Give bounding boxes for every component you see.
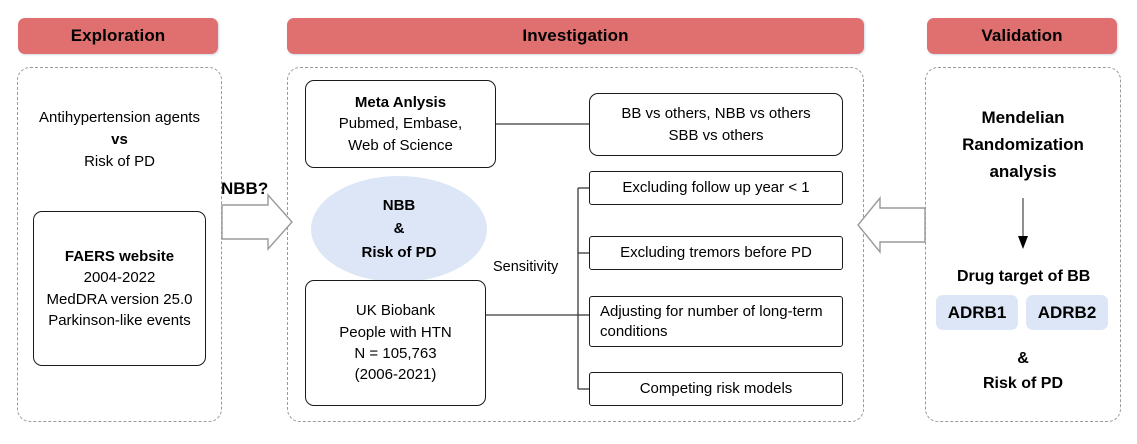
comparison-line2: SBB vs others [668,126,764,144]
sensitivity-box-2[interactable]: Excluding tremors before PD [589,236,843,270]
section-header-validation: Validation [927,18,1117,54]
meta-analysis-databases-line1: Pubmed, Embase, [338,115,463,133]
comparison-box[interactable]: BB vs others, NBB vs others SBB vs other… [589,93,843,156]
investigation-header-label: Investigation [522,26,629,45]
comparison-line1: BB vs others, NBB vs others [621,105,811,123]
sensitivity-item-3: Adjusting for number of long-term condit… [600,303,823,341]
uk-biobank-box[interactable]: UK Biobank People with HTN N = 105,763 (… [305,280,486,406]
nbb-risk-ellipse: NBB & Risk of PD [311,176,487,282]
validation-header-label: Validation [981,26,1063,45]
validation-outcome-line2: Risk of PD [982,374,1063,392]
cohort-name: UK Biobank [355,302,436,320]
exploration-header-label: Exploration [70,26,166,45]
faers-title: FAERS website [64,247,175,265]
sensitivity-item-1: Excluding follow up year < 1 [622,179,810,197]
meta-analysis-box[interactable]: Meta Anlysis Pubmed, Embase, Web of Scie… [305,80,496,168]
exploration-question-line3: Risk of PD [84,152,155,170]
faers-source-box[interactable]: FAERS website 2004-2022 MedDRA version 2… [33,211,206,366]
exploration-question: Antihypertension agents vs Risk of PD [22,107,217,172]
mr-method-text: Mendelian Randomization analysis [932,104,1114,186]
cohort-population: People with HTN [339,323,452,341]
cohort-period: (2006-2021) [354,366,437,384]
faers-meddra-version: MedDRA version 25.0 [46,290,193,308]
arrow-validation-to-investigation [857,196,926,254]
ellipse-line3: Risk of PD [361,243,437,261]
sensitivity-item-4: Competing risk models [639,380,793,398]
sensitivity-box-3[interactable]: Adjusting for number of long-term condit… [589,296,843,347]
gene-chip-adrb1-label: ADRB1 [947,302,1007,322]
nbb-question-label: NBB? [221,179,269,198]
ellipse-line2: & [393,220,405,238]
cohort-sample-size: N = 105,763 [354,345,437,362]
mr-line2: Randomization [962,135,1084,155]
drug-target-label: Drug target of BB [957,268,1091,285]
exploration-question-line1: Antihypertension agents [39,109,200,126]
meta-analysis-title: Meta Anlysis [354,94,447,112]
exploration-question-line2: vs [111,130,128,148]
validation-outcome-text: & Risk of PD [932,347,1114,397]
mr-line3: analysis [989,162,1057,182]
faers-years: 2004-2022 [83,269,156,287]
faers-event-type: Parkinson-like events [48,311,191,329]
mr-line1: Mendelian [981,108,1065,127]
section-header-investigation: Investigation [287,18,864,54]
sensitivity-box-1[interactable]: Excluding follow up year < 1 [589,171,843,205]
gene-chip-adrb1[interactable]: ADRB1 [936,295,1018,330]
validation-outcome-line1: & [1017,350,1029,367]
sensitivity-box-4[interactable]: Competing risk models [589,372,843,406]
meta-analysis-databases-line2: Web of Science [348,136,453,154]
sensitivity-item-2: Excluding tremors before PD [620,244,812,262]
gene-chip-adrb2[interactable]: ADRB2 [1026,295,1108,330]
sensitivity-label: Sensitivity [493,259,559,275]
ellipse-line1: NBB [382,197,416,215]
section-header-exploration: Exploration [18,18,218,54]
gene-chip-adrb2-label: ADRB2 [1037,302,1097,322]
arrow-exploration-to-investigation [221,193,293,251]
